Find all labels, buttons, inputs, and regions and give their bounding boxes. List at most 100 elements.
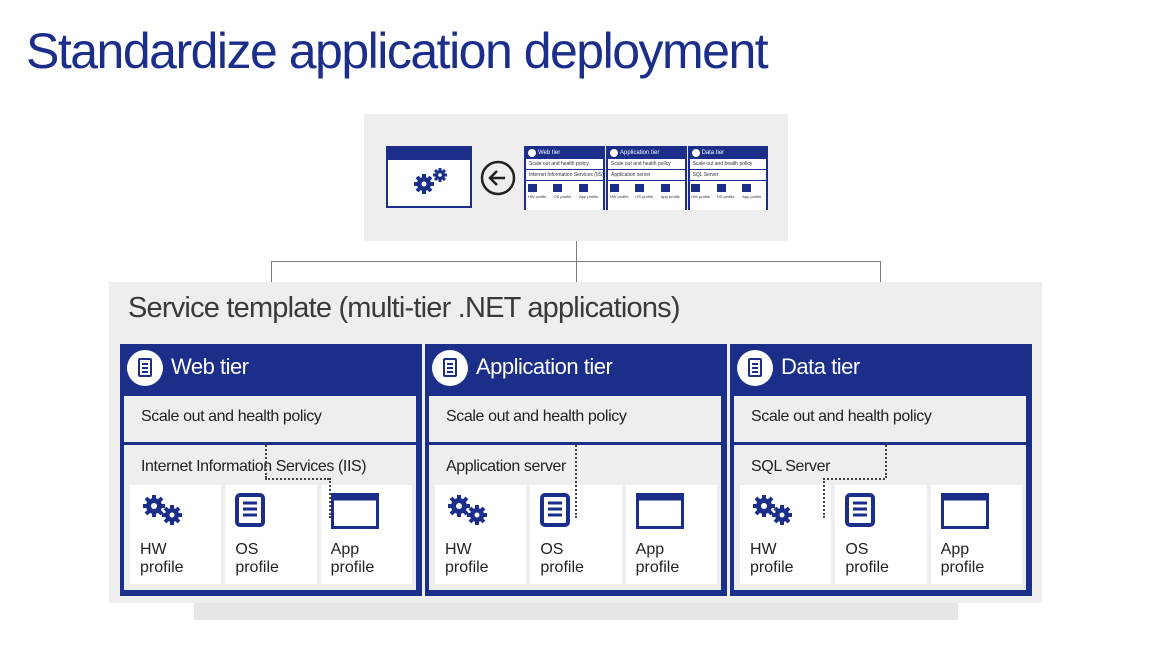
dotted-link <box>885 442 887 478</box>
profile-row: HW profile OS profile App profile <box>740 485 1022 584</box>
tier-data: Data tier Scale out and health policy SQ… <box>730 344 1032 596</box>
window-icon <box>579 184 589 192</box>
mini-profile-label: App profile <box>660 194 680 199</box>
hw-profile: HW profile <box>740 485 832 584</box>
mini-tier-data: Data tier Scale out and health policy SQ… <box>687 146 768 210</box>
mini-tier-web: Web tier Scale out and health policy Int… <box>524 146 605 210</box>
document-icon <box>845 493 876 527</box>
platform-label: Application server <box>446 458 566 475</box>
app-profile-label: App profile <box>940 541 985 576</box>
window-icon <box>742 184 752 192</box>
mini-policy: Scale out and health policy <box>608 159 685 169</box>
tier-application: Application tier Scale out and health po… <box>425 344 727 596</box>
hw-profile: HW profile <box>130 485 222 584</box>
window-icon <box>330 493 379 529</box>
mini-profile-os: OS profile <box>553 184 575 210</box>
window-icon <box>660 184 670 192</box>
mini-profile-hw: HW profile <box>691 184 713 210</box>
mini-profile-os: OS profile <box>716 184 739 210</box>
mini-profile-label: HW profile <box>609 194 629 199</box>
gears-icon <box>691 184 701 192</box>
window-icon <box>635 493 684 529</box>
gears-icon <box>753 495 792 525</box>
tier-header: Web tier <box>120 344 422 392</box>
app-profile: App profile <box>625 485 717 584</box>
mini-tier-title: Application tier <box>608 148 685 158</box>
hw-profile: HW profile <box>435 485 527 584</box>
profile-row: HW profile OS profile App profile <box>435 485 717 584</box>
hw-profile-label: HW profile <box>445 541 489 576</box>
service-template-title: Service template (multi-tier .NET applic… <box>128 292 681 324</box>
gears-icon <box>527 184 537 192</box>
mini-profiles: HW profile OS profile App profile <box>689 181 766 210</box>
profile-row: HW profile OS profile App profile <box>130 485 412 584</box>
os-profile: OS profile <box>835 485 927 584</box>
gears-icon <box>448 495 487 525</box>
mini-platform: Internet Information Services (IIS) <box>526 170 603 180</box>
app-profile-label: App profile <box>330 541 375 576</box>
gears-icon <box>143 495 182 525</box>
mini-profile-app: App profile <box>742 184 764 210</box>
mini-profile-label: OS profile <box>716 194 735 199</box>
scale-policy-label: Scale out and health policy <box>446 408 627 425</box>
mini-profiles: HW profile OS profile App profile <box>526 181 603 210</box>
window-title-bar <box>388 148 470 160</box>
document-icon <box>540 493 571 527</box>
connector-left <box>271 261 272 282</box>
mini-profile-hw: HW profile <box>609 184 632 210</box>
document-icon <box>127 350 163 386</box>
document-icon <box>432 350 468 386</box>
mini-profile-label: App profile <box>579 194 599 199</box>
document-icon <box>737 350 773 386</box>
mini-profile-label: OS profile <box>635 194 654 199</box>
dotted-link <box>265 478 329 480</box>
scale-policy: Scale out and health policy <box>429 396 721 442</box>
dotted-link <box>823 478 885 480</box>
tier-title: Web tier <box>171 354 249 379</box>
mini-profile-os: OS profile <box>635 184 657 210</box>
os-profile-label: OS profile <box>845 541 889 576</box>
arrow-left-circle-icon <box>480 160 516 196</box>
mini-profile-label: OS profile <box>553 194 572 199</box>
dotted-link <box>575 442 577 518</box>
platform-section: SQL Server HW profile OS profile App pro… <box>734 445 1026 590</box>
dotted-link <box>329 478 331 518</box>
document-icon <box>553 184 563 192</box>
mini-profile-app: App profile <box>660 184 683 210</box>
document-icon <box>716 184 726 192</box>
tier-title: Application tier <box>476 354 613 379</box>
os-profile-label: OS profile <box>540 541 584 576</box>
scale-policy: Scale out and health policy <box>734 396 1026 442</box>
mini-service-template: Web tier Scale out and health policy Int… <box>524 146 768 210</box>
platform-label: Internet Information Services (IIS) <box>141 458 367 475</box>
hw-profile-label: HW profile <box>750 541 794 576</box>
tier-web: Web tier Scale out and health policy Int… <box>120 344 422 596</box>
app-profile: App profile <box>320 485 412 584</box>
template-library-panel: Web tier Scale out and health policy Int… <box>364 114 788 241</box>
os-profile-label: OS profile <box>235 541 279 576</box>
mini-profile-label: App profile <box>742 194 762 199</box>
app-profile-label: App profile <box>635 541 680 576</box>
connector-horizontal <box>271 261 881 262</box>
mini-tier-title: Web tier <box>526 148 603 158</box>
vmm-console-window <box>386 146 472 208</box>
hw-profile-label: HW profile <box>140 541 184 576</box>
tier-header: Data tier <box>730 344 1032 392</box>
mini-platform: SQL Server <box>689 170 766 180</box>
dotted-link <box>265 442 267 478</box>
mini-profile-app: App profile <box>579 184 601 210</box>
platform-label: SQL Server <box>751 458 830 475</box>
gears-icon <box>414 168 447 194</box>
window-icon <box>940 493 989 529</box>
slide-title: Standardize application deployment <box>26 23 769 79</box>
app-profile: App profile <box>930 485 1022 584</box>
dotted-link <box>823 478 825 518</box>
scale-policy-label: Scale out and health policy <box>751 408 932 425</box>
os-profile: OS profile <box>225 485 317 584</box>
mini-platform: Application server <box>608 170 685 180</box>
platform-section: Internet Information Services (IIS) HW p… <box>124 445 416 590</box>
tier-header: Application tier <box>425 344 727 392</box>
document-icon <box>235 493 266 527</box>
mini-policy: Scale out and health policy <box>689 159 766 169</box>
document-icon <box>635 184 645 192</box>
